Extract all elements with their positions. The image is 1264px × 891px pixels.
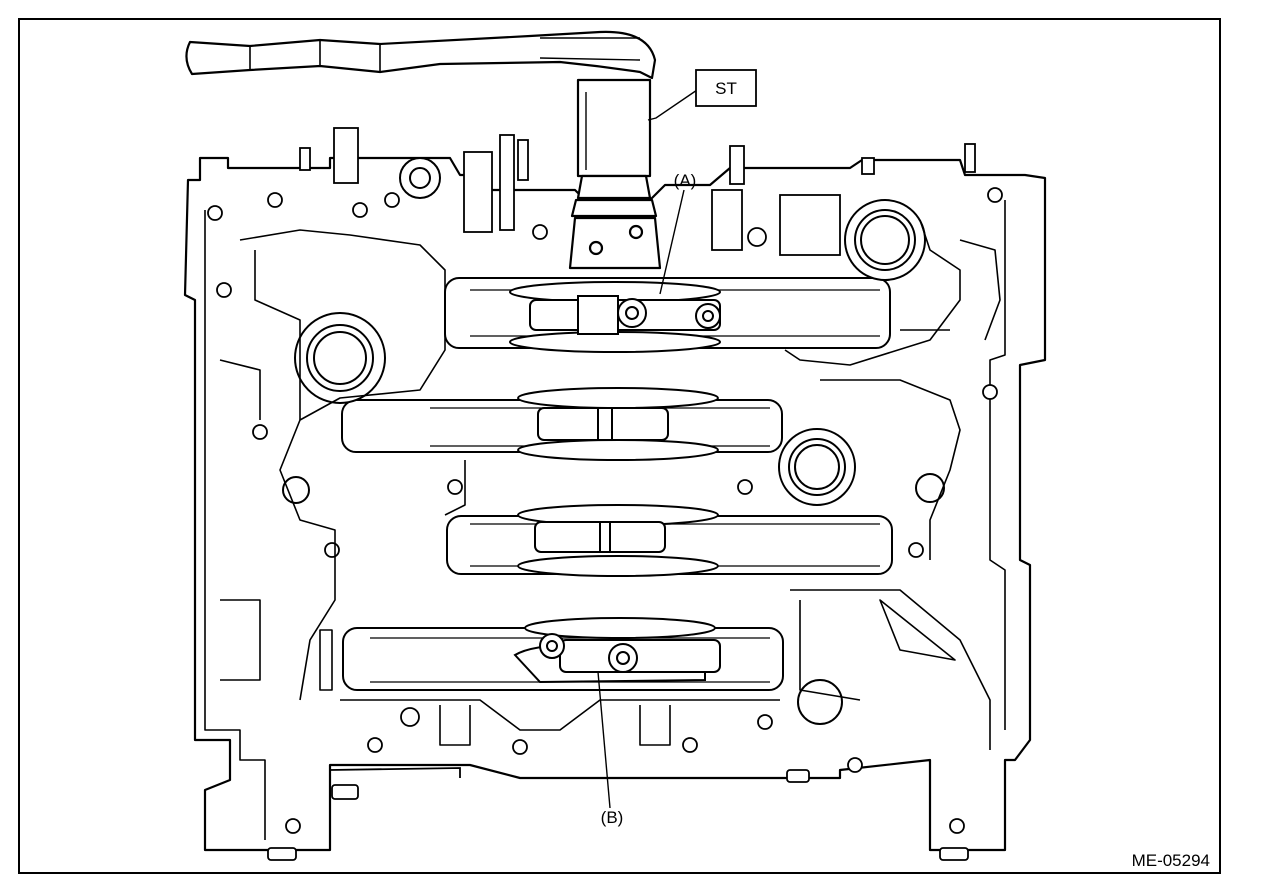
bores: [282, 157, 945, 725]
st-label-box: [695, 69, 757, 107]
bottom-bolts: [267, 767, 969, 861]
socket: [576, 78, 652, 178]
part-b-label: (B): [601, 808, 624, 827]
bolt-holes: [207, 187, 1003, 834]
a-leader: [659, 189, 685, 295]
crankshaft: [509, 281, 721, 684]
web-ribs: [219, 219, 1001, 750]
ratchet-tool: [185, 30, 662, 270]
st-leader: [647, 87, 701, 121]
leader-lines: [597, 87, 701, 809]
figure-frame: [18, 18, 1221, 874]
figure-id: ME-05294: [1132, 851, 1210, 870]
part-a-label: (A): [674, 171, 697, 190]
b-leader: [597, 671, 611, 809]
st-label: ST: [715, 79, 737, 98]
top-studs: [299, 127, 976, 256]
